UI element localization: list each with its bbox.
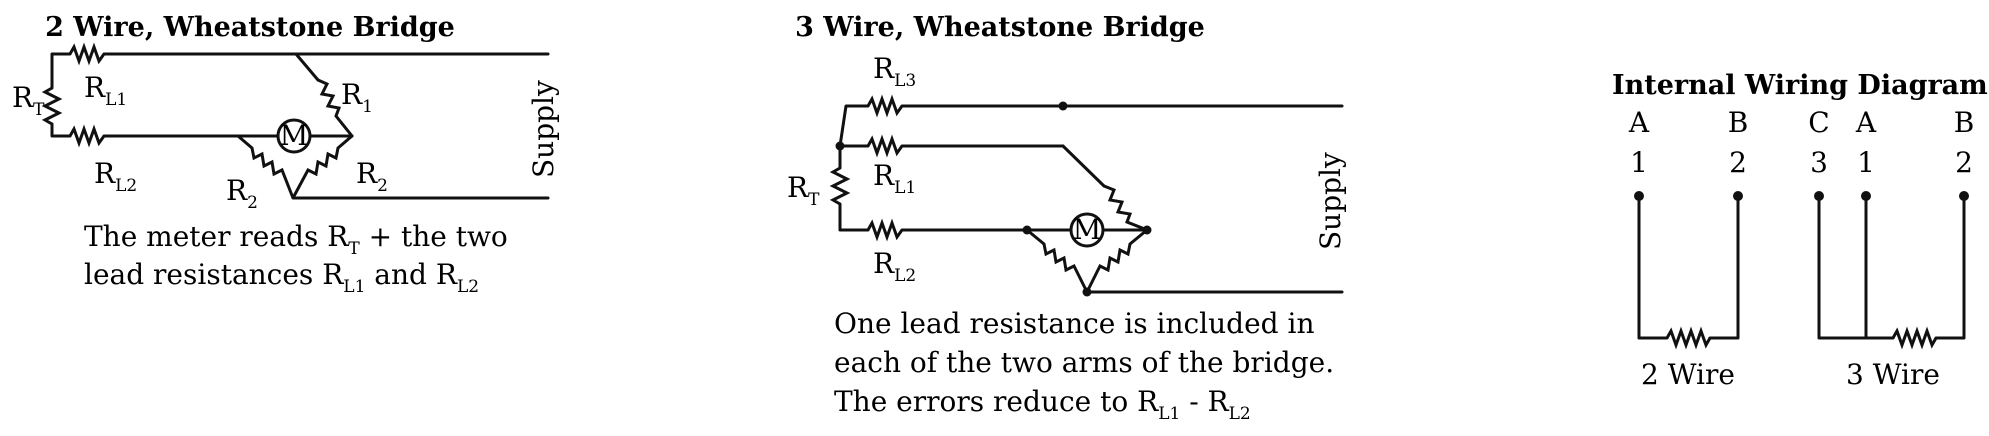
caption-line1-2w: The meter reads RT + the two xyxy=(84,220,508,259)
internal-two-wire-circuit xyxy=(1634,191,1743,350)
meter-label-2w: M xyxy=(280,119,309,152)
three-wire-title: 3 Wire, Wheatstone Bridge xyxy=(795,12,1205,43)
two-wire-rt xyxy=(41,86,72,138)
three-wire-rl3-lead xyxy=(838,94,1344,148)
terminal-number-3-3w: 3 xyxy=(1810,146,1828,179)
resistor-internal-2w xyxy=(1665,326,1712,350)
resistor-r2-right-2w xyxy=(291,147,340,199)
label-r2-right-2w: R2 xyxy=(356,157,388,196)
internal-wiring-diagram: Internal Wiring Diagram A B 1 2 C A B 3 … xyxy=(1612,70,1988,391)
resistor-rl2-3w xyxy=(866,218,904,242)
resistor-lower-left-arm-3w xyxy=(1042,243,1089,293)
caption-line3-3w: The errors reduce to RL1 - RL2 xyxy=(834,385,1251,424)
resistor-internal-3w xyxy=(1891,326,1938,350)
label-rt-3w: RT xyxy=(787,171,820,210)
label-r1-2w: R1 xyxy=(341,78,373,117)
terminal-letter-c-3w: C xyxy=(1808,106,1829,139)
supply-label-2w: Supply xyxy=(527,80,560,178)
terminal-number-1-2w: 1 xyxy=(1630,146,1648,179)
label-rl2-2w: RL2 xyxy=(94,157,137,196)
internal-three-wire-circuit xyxy=(1814,191,1969,350)
internal-3-wire-label: 3 Wire xyxy=(1846,358,1940,391)
resistor-lower-right-arm-3w xyxy=(1085,243,1132,293)
caption-line1-3w: One lead resistance is included in xyxy=(834,307,1314,340)
terminal-letter-a-2w: A xyxy=(1628,106,1650,139)
label-rl1-3w: RL1 xyxy=(873,159,916,198)
terminal-letter-b-3w: B xyxy=(1954,106,1975,139)
meter-label-3w: M xyxy=(1073,213,1102,246)
resistor-upper-arm-3w xyxy=(1103,184,1148,232)
terminal-number-2-3w: 2 xyxy=(1955,146,1973,179)
resistor-rl1-3w xyxy=(866,134,904,158)
two-wire-bridge-diagram: 2 Wire, Wheatstone Bridge xyxy=(12,12,560,297)
terminal-letter-b-2w: B xyxy=(1728,106,1749,139)
label-r2-left-2w: R2 xyxy=(226,174,258,213)
two-wire-title: 2 Wire, Wheatstone Bridge xyxy=(45,12,455,43)
resistor-r2-left-2w xyxy=(250,147,295,199)
supply-label-3w: Supply xyxy=(1314,152,1347,250)
three-wire-rt xyxy=(829,144,870,232)
three-wire-rl1-lead xyxy=(838,134,1065,158)
resistor-r1-2w xyxy=(317,78,354,137)
label-rl1-2w: RL1 xyxy=(84,71,127,110)
label-rl2-3w: RL2 xyxy=(873,247,916,286)
terminal-number-1-3w: 1 xyxy=(1857,146,1875,179)
caption-line2-3w: each of the two arms of the bridge. xyxy=(834,346,1334,379)
resistor-rt-2w xyxy=(41,86,63,126)
terminal-number-2-2w: 2 xyxy=(1729,146,1747,179)
three-wire-bridge-diagram: 3 Wire, Wheatstone Bridge xyxy=(787,12,1347,424)
label-rt-2w: RT xyxy=(12,81,45,120)
caption-line2-2w: lead resistances RL1 and RL2 xyxy=(84,258,479,297)
resistor-rl2-2w xyxy=(68,124,106,148)
terminal-letter-a-3w: A xyxy=(1855,106,1877,139)
internal-wiring-title: Internal Wiring Diagram xyxy=(1612,70,1988,101)
two-wire-bottom-lead xyxy=(68,124,240,148)
label-rl3-3w: RL3 xyxy=(873,52,916,91)
two-wire-bridge xyxy=(236,52,550,200)
resistor-rl3-3w xyxy=(866,94,904,118)
three-wire-bridge xyxy=(1022,144,1344,297)
resistor-rt-3w xyxy=(829,166,851,206)
internal-2-wire-label: 2 Wire xyxy=(1641,358,1735,391)
resistor-rl1-2w xyxy=(68,42,106,66)
two-wire-top-lead xyxy=(50,42,550,90)
three-wire-rl2-lead xyxy=(866,218,1029,242)
